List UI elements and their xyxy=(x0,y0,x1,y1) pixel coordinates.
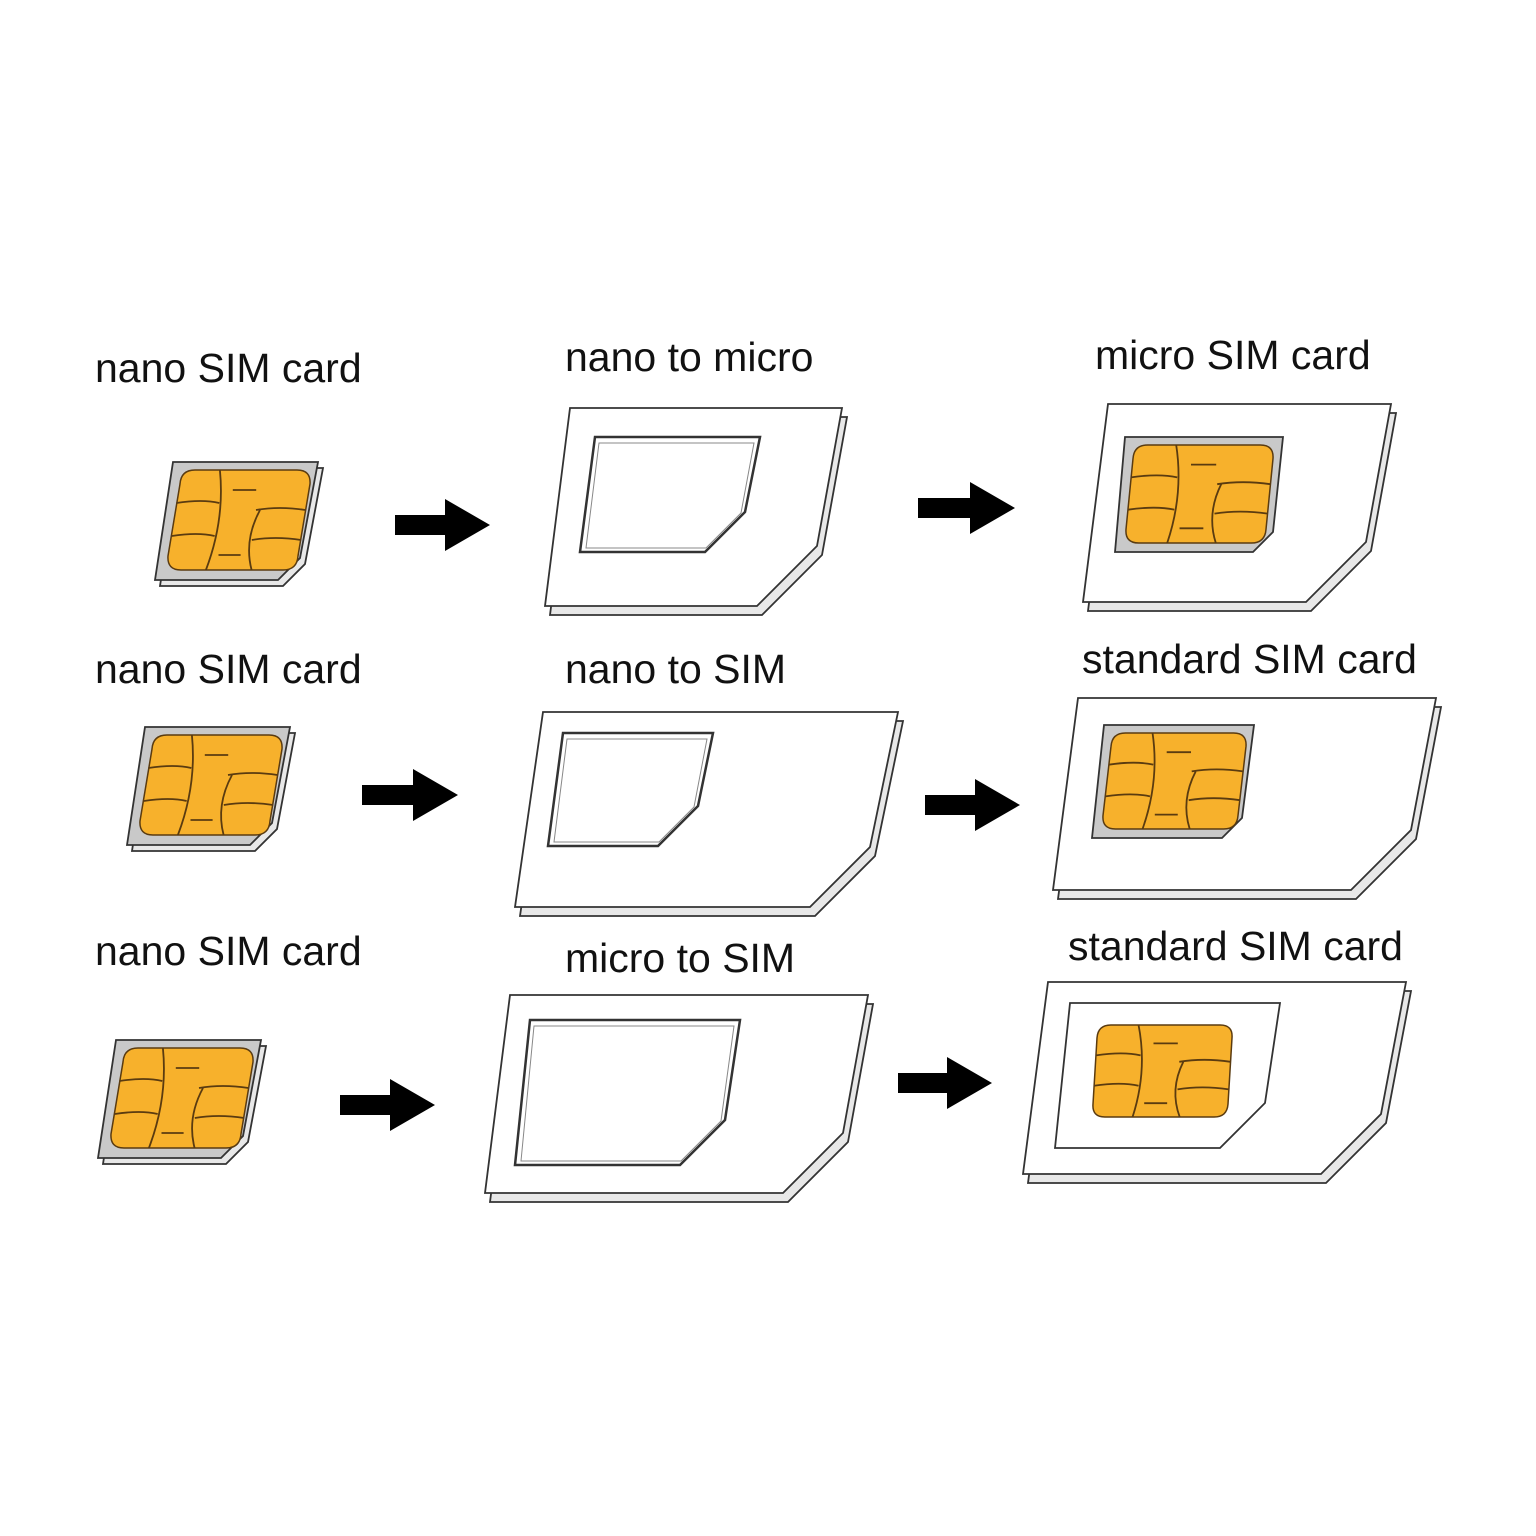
chip-contact-line xyxy=(1093,1082,1139,1087)
chip-contact-line xyxy=(191,1087,204,1149)
row1-arrow-1 xyxy=(395,499,490,551)
row1-right-label: micro SIM card xyxy=(1095,332,1371,378)
chip-contact-line xyxy=(194,1115,245,1119)
row2-middle-label: nano to SIM xyxy=(565,646,786,692)
row2-left-label: nano SIM card xyxy=(95,646,362,692)
row1-middle-label: nano to micro xyxy=(565,334,813,380)
chip-contact-line xyxy=(251,537,302,541)
chip-contact-line xyxy=(1141,732,1156,830)
chip-contact-line xyxy=(177,734,194,836)
nano-chip xyxy=(139,734,283,836)
chip-contact-line xyxy=(223,802,274,806)
row2-right-label: standard SIM card xyxy=(1082,636,1417,682)
standard-sim-chip xyxy=(1102,732,1247,830)
chip-contact-line xyxy=(1214,510,1268,515)
adapter-cutout-inner-edge xyxy=(520,1025,735,1162)
nano-chip xyxy=(167,469,311,571)
chip-contact-line xyxy=(1095,1052,1141,1057)
chip-body xyxy=(167,469,311,571)
chip-contact-line xyxy=(1217,481,1271,486)
row3-middle-label: micro to SIM xyxy=(565,935,795,981)
chip-contact-line xyxy=(1191,768,1244,773)
chip-contact-line xyxy=(176,500,220,504)
chip-contact-line xyxy=(1174,1061,1185,1118)
chip-body xyxy=(110,1047,254,1149)
chip-contact-line xyxy=(1166,444,1180,544)
standard-sim-chip xyxy=(1092,1024,1233,1118)
micro-sim-chip xyxy=(1125,444,1274,544)
chip-contact-line xyxy=(148,1047,165,1149)
chip-body xyxy=(1125,444,1274,544)
chip-contact-line xyxy=(255,507,306,511)
row3-arrow-2 xyxy=(898,1057,992,1109)
chip-contact-line xyxy=(119,1078,163,1082)
chip-contact-line xyxy=(205,469,222,571)
chip-contact-line xyxy=(220,774,233,836)
chip-contact-line xyxy=(171,533,215,537)
chip-contact-line xyxy=(114,1111,158,1115)
chip-contact-line xyxy=(1185,770,1197,830)
row2-arrow-2 xyxy=(925,779,1020,831)
chip-contact-line xyxy=(1211,483,1223,544)
adapter-cutout xyxy=(546,731,715,848)
adapter-cutout-inner-edge xyxy=(553,738,708,843)
chip-contact-line xyxy=(1177,1086,1229,1091)
chip-contact-line xyxy=(198,1085,249,1089)
row3-left-label: nano SIM card xyxy=(95,928,362,974)
chip-contact-line xyxy=(1130,474,1178,479)
chip-contact-line xyxy=(1188,797,1241,802)
row3-right-label: standard SIM card xyxy=(1068,923,1403,969)
chip-contact-line xyxy=(143,798,187,802)
chip-contact-line xyxy=(1179,1058,1231,1063)
chip-body xyxy=(139,734,283,836)
chip-contact-line xyxy=(1127,506,1175,511)
chip-body xyxy=(1092,1024,1233,1118)
adapter-cutout xyxy=(513,1018,742,1167)
chip-body xyxy=(1102,732,1247,830)
row2-arrow-1 xyxy=(362,769,458,821)
adapter-cutout xyxy=(578,435,762,554)
chip-contact-line xyxy=(248,509,261,571)
row3-arrow-1 xyxy=(340,1079,435,1131)
adapter-cutout-inner-edge xyxy=(585,442,755,549)
chip-contact-line xyxy=(148,765,192,769)
chip-contact-line xyxy=(1105,793,1151,798)
row1-arrow-2 xyxy=(918,482,1015,534)
chip-contact-line xyxy=(1108,761,1154,766)
row1-left-label: nano SIM card xyxy=(95,345,362,391)
nano-chip xyxy=(110,1047,254,1149)
chip-contact-line xyxy=(1131,1024,1143,1118)
chip-contact-line xyxy=(227,772,278,776)
